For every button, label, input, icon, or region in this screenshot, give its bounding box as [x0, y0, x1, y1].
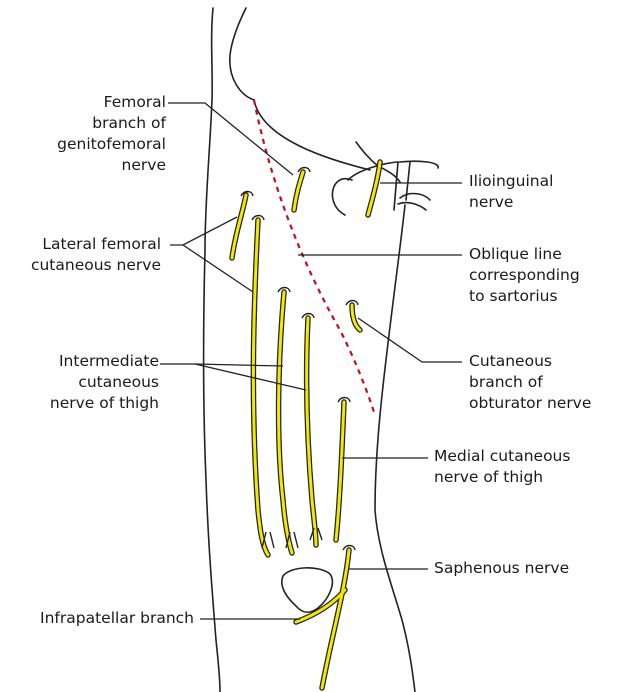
leader-lines [160, 103, 462, 619]
leader-obturator [358, 318, 462, 362]
thigh-lateral-border [204, 8, 220, 692]
nerves-fill [232, 162, 380, 688]
lateral-femoral-nerve-short [232, 195, 246, 258]
spermatic-cord-junction [398, 194, 430, 210]
label-ilioinguinal: Ilioinguinal nerve [469, 171, 553, 213]
leader-intermediate-1 [160, 364, 283, 366]
leader-femoral-branch [168, 103, 293, 175]
inguinal-ligament [254, 100, 370, 170]
label-intermediate: Intermediate cutaneous nerve of thigh [50, 351, 159, 414]
thigh-medial-border [375, 205, 415, 692]
label-femoral-branch: Femoral branch of genitofemoral nerve [57, 92, 166, 176]
gluteal-fold-curve [230, 8, 254, 100]
leader-lateral-femoral-2 [183, 245, 253, 292]
label-infrapatellar: Infrapatellar branch [40, 608, 194, 629]
label-saphenous: Saphenous nerve [434, 558, 569, 579]
spermatic-cord-vertical-a [394, 162, 398, 210]
label-lateral-femoral: Lateral femoral cutaneous nerve [31, 234, 161, 276]
label-medial-cutaneous: Medial cutaneous nerve of thigh [434, 446, 570, 488]
label-oblique-line: Oblique line corresponding to sartorius [469, 244, 580, 307]
thigh-outline [204, 8, 439, 692]
leader-intermediate-2 [195, 364, 306, 390]
label-obturator: Cutaneous branch of obturator nerve [469, 351, 591, 414]
leader-lateral-femoral-1 [170, 217, 237, 245]
